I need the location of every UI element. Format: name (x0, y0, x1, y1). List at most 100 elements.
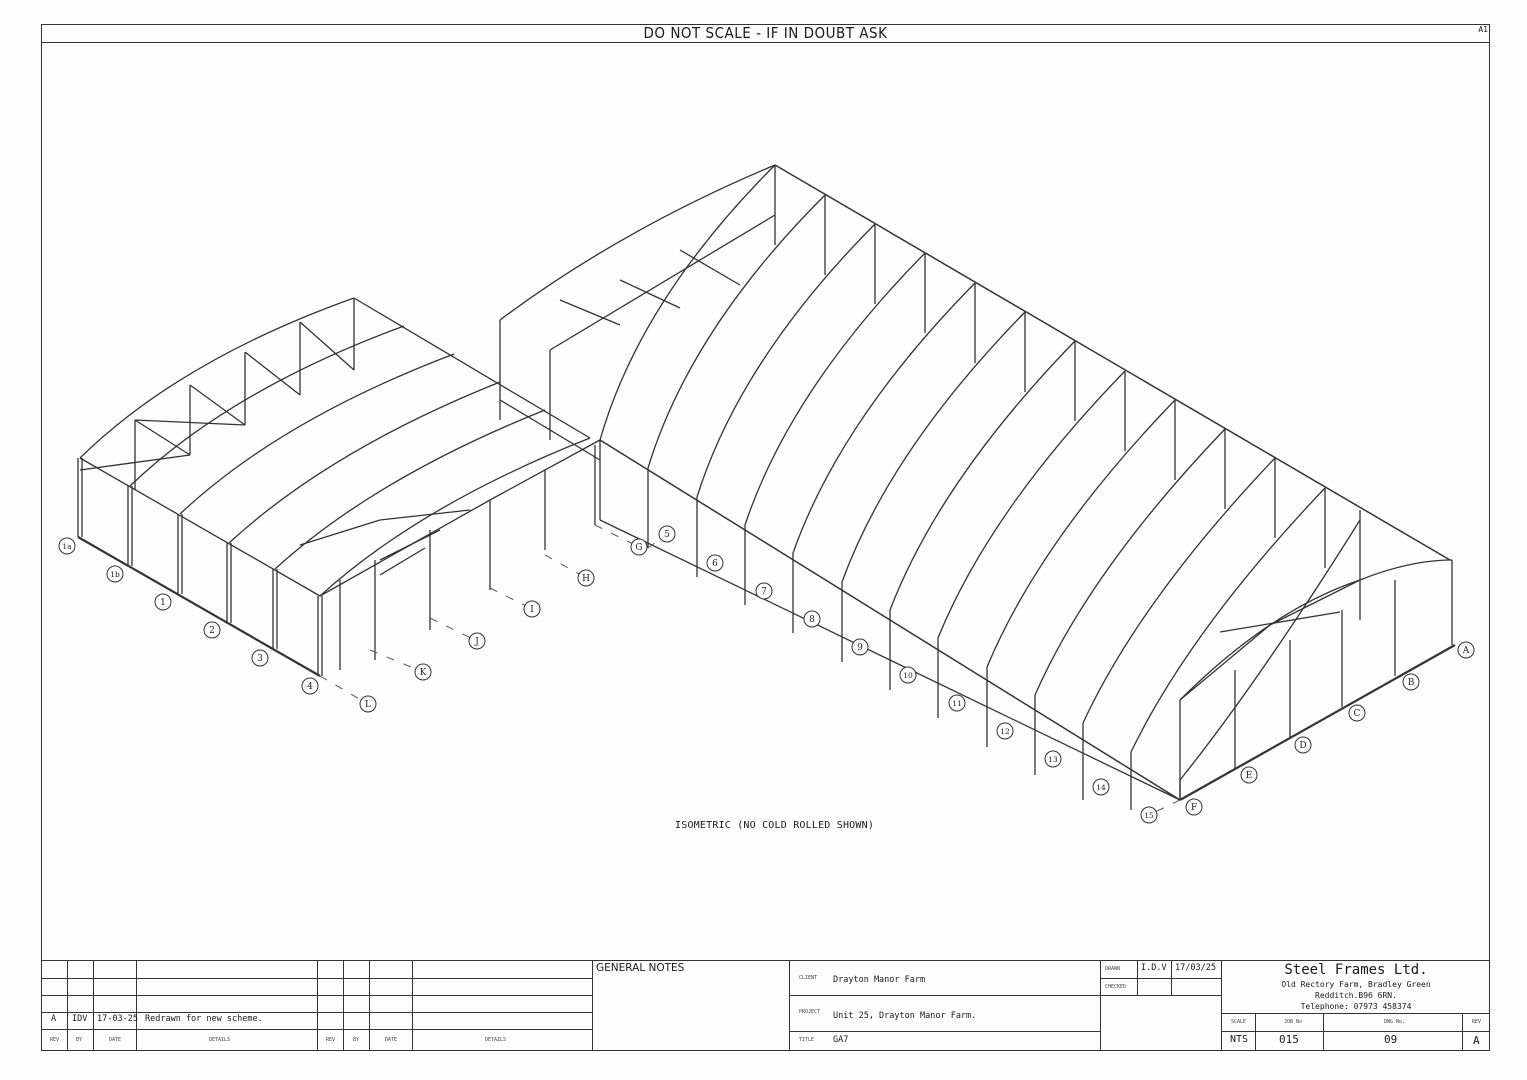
view-caption: ISOMETRIC (NO COLD ROLLED SHOWN) (675, 820, 875, 831)
svg-text:9: 9 (857, 643, 863, 653)
grid-bubble-1a: 1a (58, 537, 76, 555)
scale-value: NTS (1230, 1034, 1249, 1045)
svg-text:12: 12 (1000, 727, 1010, 736)
company-address-line2: Redditch.B96 6RN. (1315, 991, 1397, 1000)
grid-bubble-L: L (359, 695, 377, 713)
title-label: TITLE (799, 1037, 815, 1043)
svg-text:L: L (365, 700, 371, 710)
svg-text:E: E (1246, 771, 1253, 781)
scale-label: SCALE (1231, 1019, 1247, 1025)
svg-text:8: 8 (809, 615, 815, 625)
general-notes-title: GENERAL NOTES (596, 962, 685, 974)
grid-bubble-C: C (1348, 704, 1366, 722)
rev-header: REV (50, 1037, 60, 1043)
grid-bubble-7: 7 (755, 582, 773, 600)
grid-bubble-14: 14 (1092, 778, 1110, 796)
revision-details: Redrawn for new scheme. (145, 1014, 263, 1024)
svg-text:1: 1 (160, 598, 166, 608)
svg-text:6: 6 (712, 559, 718, 569)
rev-label: REV (1472, 1019, 1482, 1025)
svg-text:G: G (635, 543, 642, 553)
svg-text:H: H (582, 574, 590, 584)
by-header: BY (76, 1037, 83, 1043)
drawn-date: 17/03/25 (1175, 963, 1216, 973)
grid-bubble-2: 2 (203, 621, 221, 639)
grid-bubble-H: H (577, 569, 595, 587)
grid-bubble-1b: 1b (106, 565, 124, 583)
title-value: GA7 (833, 1035, 849, 1045)
svg-text:14: 14 (1096, 783, 1106, 792)
grid-bubble-5: 5 (658, 525, 676, 543)
company-address-line1: Old Rectory Farm, Bradley Green (1281, 980, 1431, 989)
date-header-2: DATE (385, 1037, 398, 1043)
approvals-box: DRAWN I.D.V 17/03/25 CHECKED (1101, 960, 1222, 1051)
grid-bubble-3: 3 (251, 649, 269, 667)
svg-text:F: F (1191, 803, 1197, 813)
drawn-label: DRAWN (1105, 966, 1121, 972)
job-number-value: 015 (1279, 1033, 1299, 1046)
grid-bubble-12: 12 (996, 722, 1014, 740)
drawing-sheet-border (41, 24, 1490, 1051)
svg-text:3: 3 (257, 654, 263, 664)
svg-text:1b: 1b (110, 570, 120, 579)
revision-by: IDV (72, 1014, 88, 1024)
svg-text:B: B (1408, 678, 1415, 688)
grid-bubble-E: E (1240, 766, 1258, 784)
project-info-box: CLIENT Drayton Manor Farm PROJECT Unit 2… (790, 960, 1101, 1051)
drawn-by: I.D.V (1141, 963, 1167, 973)
revision-date: 17-03-25 (97, 1014, 138, 1024)
rev-header-2: REV (326, 1037, 336, 1043)
grid-bubble-4: 4 (301, 677, 319, 695)
svg-text:15: 15 (1144, 811, 1154, 820)
company-telephone: Telephone: 07973 458374 (1300, 1002, 1412, 1011)
svg-text:K: K (420, 668, 427, 678)
svg-text:A: A (1462, 646, 1470, 656)
grid-bubble-F: F (1185, 798, 1203, 816)
general-notes-box: GENERAL NOTES (593, 960, 790, 1051)
svg-text:10: 10 (903, 671, 913, 680)
grid-bubble-A: A (1457, 641, 1475, 659)
svg-text:D: D (1299, 741, 1306, 751)
revision-rev: A (51, 1014, 57, 1024)
grid-bubble-9: 9 (851, 638, 869, 656)
grid-bubble-11: 11 (948, 694, 966, 712)
grid-bubble-10: 10 (899, 666, 917, 684)
project-value: Unit 25, Drayton Manor Farm. (833, 1011, 977, 1021)
job-number-label: JOB No (1284, 1019, 1303, 1025)
grid-bubble-1: 1 (154, 593, 172, 611)
client-value: Drayton Manor Farm (833, 975, 926, 985)
grid-bubble-K: K (414, 663, 432, 681)
do-not-scale-warning: DO NOT SCALE - IF IN DOUBT ASK (643, 24, 888, 42)
svg-text:2: 2 (209, 626, 215, 636)
svg-text:5: 5 (664, 530, 670, 540)
svg-text:13: 13 (1048, 755, 1058, 764)
revision-table: A IDV 17-03-25 Redrawn for new scheme. R… (41, 960, 593, 1051)
checked-label: CHECKED (1105, 984, 1127, 990)
grid-bubble-8: 8 (803, 610, 821, 628)
svg-text:C: C (1354, 709, 1361, 719)
svg-text:7: 7 (761, 587, 767, 597)
date-header: DATE (109, 1037, 122, 1043)
details-header-2: DETAILS (485, 1037, 507, 1043)
svg-text:4: 4 (307, 682, 313, 692)
project-label: PROJECT (799, 1009, 821, 1015)
company-box: Steel Frames Ltd. Old Rectory Farm, Brad… (1222, 960, 1490, 1051)
client-label: CLIENT (799, 975, 818, 981)
grid-bubble-J: J (468, 632, 486, 650)
details-header: DETAILS (209, 1037, 231, 1043)
company-name: Steel Frames Ltd. (1284, 962, 1428, 978)
svg-text:J: J (474, 637, 479, 647)
grid-bubble-15: 15 (1140, 806, 1158, 824)
svg-text:1a: 1a (62, 542, 72, 551)
revision-value: A (1473, 1034, 1480, 1047)
grid-bubble-I: I (523, 600, 541, 618)
grid-bubble-D: D (1294, 736, 1312, 754)
header-bar: DO NOT SCALE - IF IN DOUBT ASK A1 (41, 24, 1490, 43)
by-header-2: BY (353, 1037, 360, 1043)
grid-bubble-6: 6 (706, 554, 724, 572)
svg-text:11: 11 (952, 699, 962, 708)
grid-bubble-B: B (1402, 673, 1420, 691)
sheet-size-label: A1 (1478, 25, 1488, 34)
drawing-number-label: DWG No. (1384, 1019, 1406, 1025)
